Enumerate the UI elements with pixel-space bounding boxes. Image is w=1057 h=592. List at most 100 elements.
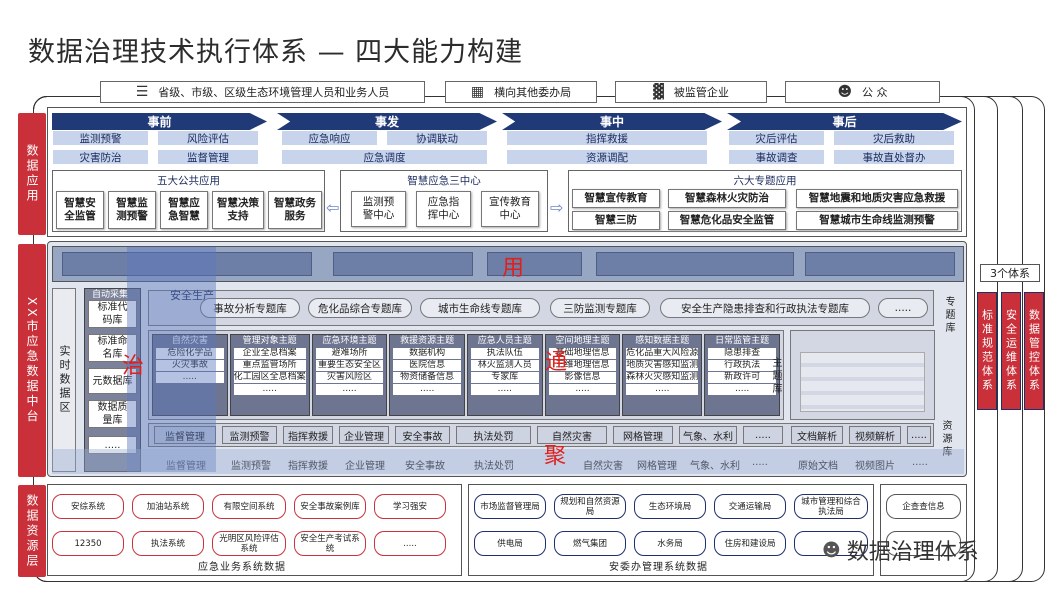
- phase-before: 事前: [52, 113, 267, 130]
- theme-cell: 重点监管场所: [233, 360, 306, 371]
- emergency-system[interactable]: 安综系统: [52, 494, 124, 519]
- topic-item[interactable]: 城市生命线专题库: [420, 298, 540, 318]
- committee-system[interactable]: 生态环境局: [634, 494, 706, 519]
- theme-head: 空间地理主题: [555, 336, 610, 346]
- building-icon: ▦: [470, 84, 485, 100]
- topic-item[interactable]: 危化品综合专题库: [308, 298, 412, 318]
- source-label: 执法处罚: [474, 461, 514, 472]
- resource-item[interactable]: 自然灾害: [537, 426, 607, 444]
- resource-item[interactable]: .....: [907, 426, 931, 444]
- theme-cell: 影像信息: [548, 372, 617, 383]
- top-bar-cell: [333, 252, 473, 276]
- resource-item[interactable]: 气象、水利: [679, 426, 737, 444]
- theme-cell: 行政执法: [708, 360, 776, 371]
- topic-item[interactable]: .....: [878, 298, 928, 318]
- resource-item[interactable]: 企业管理: [339, 426, 389, 444]
- center-card[interactable]: 宣传教育中心: [481, 191, 539, 227]
- enterprise-system[interactable]: 企查查信息: [886, 494, 961, 519]
- theme-column[interactable]: 自然灾害 危险化学品 火灾事故 .....: [152, 334, 228, 416]
- resource-item[interactable]: 指挥救援: [283, 426, 333, 444]
- phase-tag: 监测预警: [53, 131, 148, 145]
- special-app-card[interactable]: 智慧三防: [572, 211, 660, 230]
- theme-cell: 地质灾害感知监测: [626, 360, 699, 371]
- phase-tag: 应急调度: [282, 150, 487, 164]
- theme-column[interactable]: 应急人员主题 执法队伍 林火监测人员 专家库 .....: [466, 334, 543, 416]
- governance-item: 标准代码库: [88, 300, 137, 328]
- theme-column[interactable]: 感知数据主题 危化品重大风险源 地质灾害感知监测 森林火灾感知监测 .....: [622, 334, 703, 416]
- special-app-card[interactable]: 智慧危化品安全监管: [668, 211, 786, 230]
- resource-item[interactable]: 监测预警: [222, 426, 277, 444]
- theme-cell: 三维地理信息: [548, 360, 617, 371]
- user-label: 省级、市级、区级生态环境管理人员和业务人员: [158, 86, 390, 99]
- resource-item[interactable]: 文档解析: [791, 426, 843, 444]
- special-app-card[interactable]: 智慧宣传教育: [572, 189, 660, 208]
- committee-system[interactable]: 燃气集团: [554, 531, 626, 556]
- theme-cell: .....: [708, 384, 776, 395]
- emergency-system[interactable]: 光明区风险评估系统: [212, 531, 286, 556]
- people-icon: ☻: [837, 84, 853, 100]
- committee-system[interactable]: 市场监督管理局: [474, 494, 546, 519]
- theme-column[interactable]: 管理对象主题 企业全息档案 重点监管场所 化工园区全息档案 .....: [229, 334, 310, 416]
- emergency-system[interactable]: .....: [374, 531, 446, 556]
- theme-cell: 基础地理信息: [548, 348, 617, 359]
- source-committee-title: 安委办管理系统数据: [609, 562, 708, 573]
- committee-system[interactable]: 城市管理和综合执法局: [794, 494, 868, 519]
- public-app-card[interactable]: 智慧监测预警: [108, 191, 156, 229]
- resource-library-label: 资源库: [940, 420, 951, 459]
- special-apps-title: 六大专题应用: [733, 175, 797, 187]
- phase-after: 事后: [727, 113, 962, 130]
- resource-item[interactable]: 执法处罚: [456, 426, 531, 444]
- resource-item[interactable]: 监督管理: [154, 426, 216, 444]
- center-card[interactable]: 监测预警中心: [351, 191, 406, 227]
- theme-head: 感知数据主题: [635, 336, 690, 346]
- theme-column[interactable]: 应急环境主题 避难场所 重要生态安全区 灾害风险区 .....: [311, 334, 388, 416]
- source-label: 监督管理: [166, 461, 206, 472]
- theme-column[interactable]: 救援资源主题 数据机构 医院信息 物资储备信息 .....: [389, 334, 465, 416]
- special-app-card[interactable]: 智慧城市生命线监测预警: [796, 211, 958, 230]
- committee-system[interactable]: 住房和建设局: [714, 531, 786, 556]
- phase-tag: 监督管理: [158, 150, 258, 164]
- public-app-card[interactable]: 智慧安全监管: [56, 191, 104, 229]
- theme-cell: 森林火灾感知监测: [626, 372, 699, 383]
- theme-column[interactable]: 日常监管主题 隐患排查 行政执法 新政许可 .....: [704, 334, 780, 416]
- special-app-card[interactable]: 智慧地震和地质灾害应急救援: [796, 189, 958, 208]
- topic-item[interactable]: 三防监测专题库: [550, 298, 650, 318]
- user-label: 横向其他委办局: [494, 86, 572, 99]
- enterprise-system[interactable]: .....: [886, 531, 961, 556]
- emergency-system[interactable]: 执法系统: [132, 531, 204, 556]
- user-label: 公 众: [862, 86, 888, 99]
- committee-system[interactable]: 交通运输局: [714, 494, 786, 519]
- special-app-card[interactable]: 智慧森林火灾防治: [668, 189, 786, 208]
- theme-cell: .....: [315, 384, 384, 395]
- governance-overlay: [127, 247, 216, 472]
- resource-item[interactable]: 安全事故: [395, 426, 450, 444]
- theme-cell: 隐患排查: [708, 348, 776, 359]
- topic-item[interactable]: 安全生产隐患排查和行政执法专题库: [660, 298, 870, 318]
- committee-system[interactable]: 水务局: [634, 531, 706, 556]
- system-control: 数据管控体系: [1024, 292, 1044, 410]
- emergency-system[interactable]: 学习强安: [374, 494, 446, 519]
- emergency-system[interactable]: 安全生产考试系统: [294, 531, 366, 556]
- theme-cell: 新政许可: [708, 372, 776, 383]
- topic-item[interactable]: 事故分析专题库: [200, 298, 300, 318]
- public-app-card[interactable]: 智慧政务服务: [268, 191, 322, 229]
- committee-system[interactable]: 规划和自然资源局: [554, 494, 626, 519]
- emergency-system[interactable]: 12350: [52, 531, 124, 556]
- source-label: .....: [752, 457, 768, 468]
- committee-system[interactable]: .....: [794, 531, 868, 556]
- resource-item[interactable]: .....: [743, 426, 783, 444]
- committee-system[interactable]: 供电局: [474, 531, 546, 556]
- emergency-system[interactable]: 安全事故案例库: [294, 494, 366, 519]
- public-app-card[interactable]: 智慧决策支持: [212, 191, 264, 229]
- theme-cell: 林火监测人员: [470, 360, 539, 371]
- theme-column[interactable]: 空间地理主题 基础地理信息 三维地理信息 影像信息 .....: [544, 334, 621, 416]
- resource-item[interactable]: 视频解析: [849, 426, 901, 444]
- resource-item[interactable]: 网格管理: [613, 426, 673, 444]
- public-app-card[interactable]: 智慧应急智慧: [160, 191, 208, 229]
- top-bar-cell: [62, 252, 312, 276]
- emergency-system[interactable]: 加油站系统: [132, 494, 204, 519]
- user-label: 被监管企业: [673, 86, 729, 99]
- emergency-system[interactable]: 有限空间系统: [212, 494, 286, 519]
- user-box-enterprise: ▓ 被监管企业: [615, 81, 767, 103]
- center-card[interactable]: 应急指挥中心: [416, 191, 471, 227]
